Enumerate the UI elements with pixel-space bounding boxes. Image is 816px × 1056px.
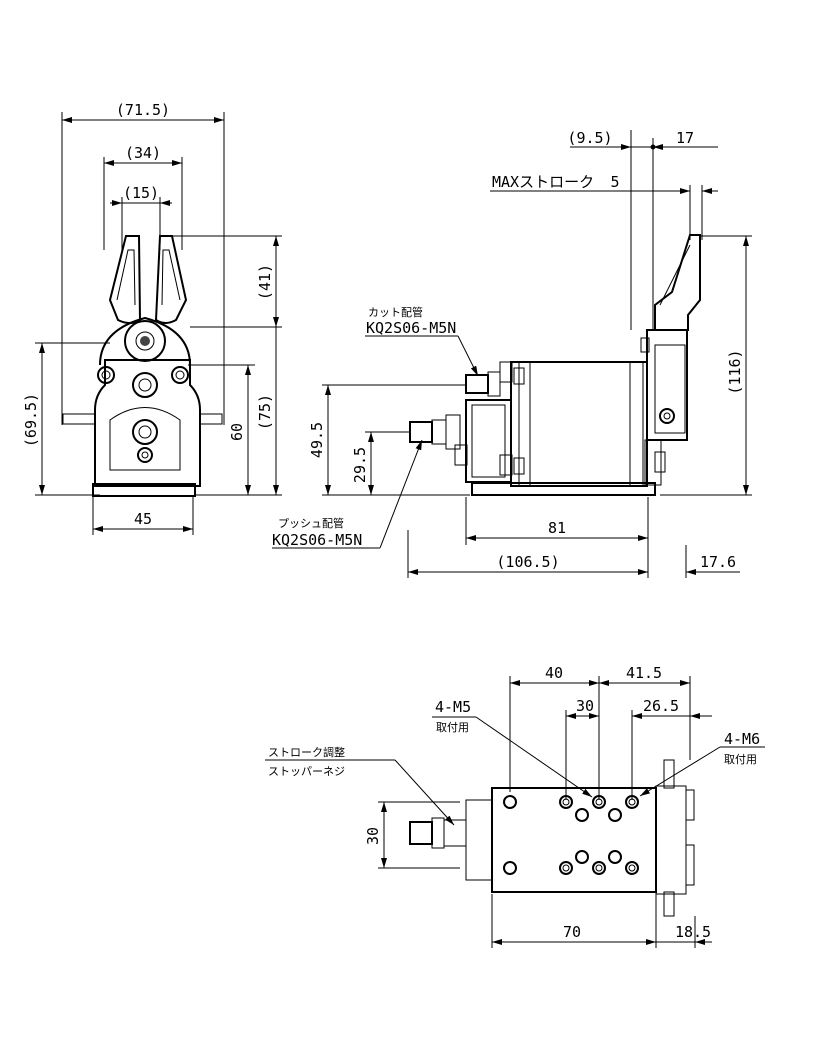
m5-label: 4-M5 [435, 698, 471, 716]
front-view: (71.5) (34) (15) (41) (69.5) (75) 60 45 [22, 101, 282, 535]
dim-106-5: (106.5) [496, 553, 559, 571]
dim-69-5: (69.5) [22, 393, 40, 447]
dim-15: (15) [123, 184, 159, 202]
cut-port-label: カット配管 [368, 305, 423, 319]
dim-41: (41) [256, 264, 274, 300]
side-cylinder-body [510, 361, 648, 487]
m6-sub: 取付用 [724, 753, 757, 766]
m5-sub: 取付用 [436, 721, 469, 734]
dim-29-5: 29.5 [351, 447, 369, 483]
stopper-label-2: ストッパーネジ [268, 765, 345, 778]
right-jaw [154, 235, 188, 324]
push-port-part: KQ2S06-M5N [272, 531, 362, 549]
dim-18-5: 18.5 [675, 923, 711, 941]
dim-71-5: (71.5) [116, 101, 170, 119]
dim-49-5: 49.5 [308, 422, 326, 458]
dim-75: (75) [256, 394, 274, 430]
max-stroke-value: 5 [610, 173, 619, 191]
dim-30-top: 30 [576, 697, 594, 715]
dim-30-side: 30 [364, 827, 382, 845]
front-base-plate [92, 483, 196, 497]
m6-label: 4-M6 [724, 730, 760, 748]
front-body [94, 359, 201, 487]
side-view: (9.5) 17 MAXストローク 5 (116) カット配管 KQ2S06-M… [272, 129, 752, 578]
side-blade [654, 234, 701, 331]
dim-9-5: (9.5) [567, 129, 612, 147]
dim-41-5: 41.5 [626, 664, 662, 682]
push-port-label: プッシュ配管 [278, 516, 344, 530]
bottom-view: 40 41.5 30 26.5 4-M5 取付用 4-M6 取付用 ストローク調… [265, 664, 765, 948]
dim-17-6: 17.6 [700, 553, 736, 571]
dim-40: 40 [545, 664, 563, 682]
dim-70: 70 [563, 923, 581, 941]
left-jaw [108, 235, 142, 324]
dim-45: 45 [134, 510, 152, 528]
dim-26-5: 26.5 [643, 697, 679, 715]
dim-60: 60 [228, 423, 246, 441]
mounting-holes [503, 795, 639, 875]
dim-17: 17 [676, 129, 694, 147]
dim-34: (34) [125, 144, 161, 162]
cut-port-part: KQ2S06-M5N [366, 319, 456, 337]
side-base-plate [471, 482, 656, 496]
dim-81: 81 [548, 519, 566, 537]
max-stroke-label: MAXストローク [492, 173, 594, 191]
dim-116: (116) [726, 349, 744, 394]
stopper-label-1: ストローク調整 [268, 745, 345, 759]
